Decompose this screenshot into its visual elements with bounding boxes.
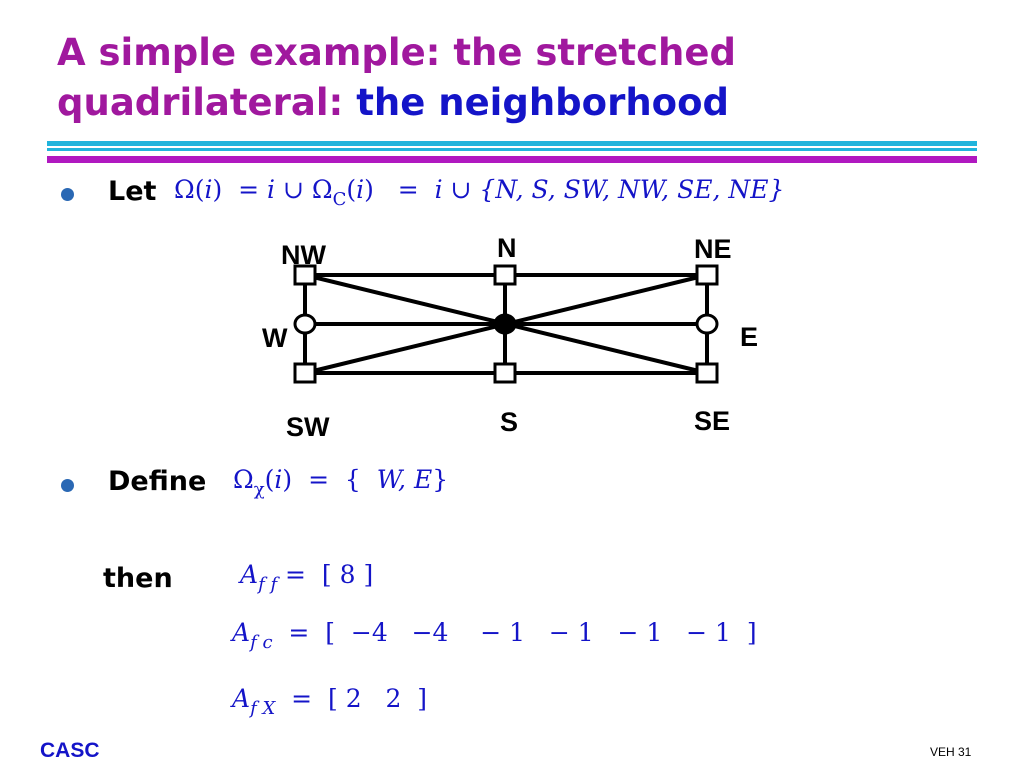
title-line-2: quadrilateral: the neighborhood <box>57 78 736 128</box>
title-rule-magenta <box>47 156 977 163</box>
footer-casc: CASC <box>40 739 100 762</box>
define-label: Define <box>108 466 207 497</box>
node-w <box>293 313 317 335</box>
title-line-2-suffix: the neighborhood <box>356 81 729 124</box>
label-se: SE <box>694 406 730 436</box>
label-s: S <box>500 407 518 437</box>
stencil-nodes <box>293 264 719 384</box>
footer-slide-number: VEH 31 <box>930 745 972 759</box>
define-formula: Ωχ(i) = { W, E} <box>233 465 449 500</box>
node-center <box>493 313 517 335</box>
then-label: then <box>103 563 173 594</box>
equation-aff: Af f = [ 8 ] <box>240 560 374 595</box>
label-w: W <box>262 323 288 353</box>
node-s <box>493 362 517 384</box>
title-line-1: A simple example: the stretched <box>57 31 736 74</box>
node-nw <box>293 264 317 286</box>
let-label: Let <box>108 176 157 207</box>
title-rule-cyan-top <box>47 141 977 146</box>
equation-afc: Af c = [ −4 −4 − 1 − 1 − 1 − 1 ] <box>232 618 757 653</box>
label-ne: NE <box>694 234 732 264</box>
bullet-dot-let <box>61 188 74 201</box>
title-rule-cyan-bottom <box>47 148 977 151</box>
label-nw: NW <box>281 240 326 270</box>
title-line-2-prefix: quadrilateral: <box>57 81 357 124</box>
node-e <box>695 313 719 335</box>
label-e: E <box>740 322 758 352</box>
slide-title: A simple example: the stretched quadrila… <box>57 28 736 128</box>
label-sw: SW <box>286 412 330 442</box>
let-formula: Ω(i) = i ∪ ΩC(i) = i ∪ {N, S, SW, NW, SE… <box>174 175 785 210</box>
bullet-dot-define <box>61 479 74 492</box>
node-se <box>695 362 719 384</box>
node-ne <box>695 264 719 286</box>
node-n <box>493 264 517 286</box>
equation-afx: Af X = [ 2 2 ] <box>232 684 427 719</box>
label-n: N <box>497 233 517 263</box>
node-sw <box>293 362 317 384</box>
